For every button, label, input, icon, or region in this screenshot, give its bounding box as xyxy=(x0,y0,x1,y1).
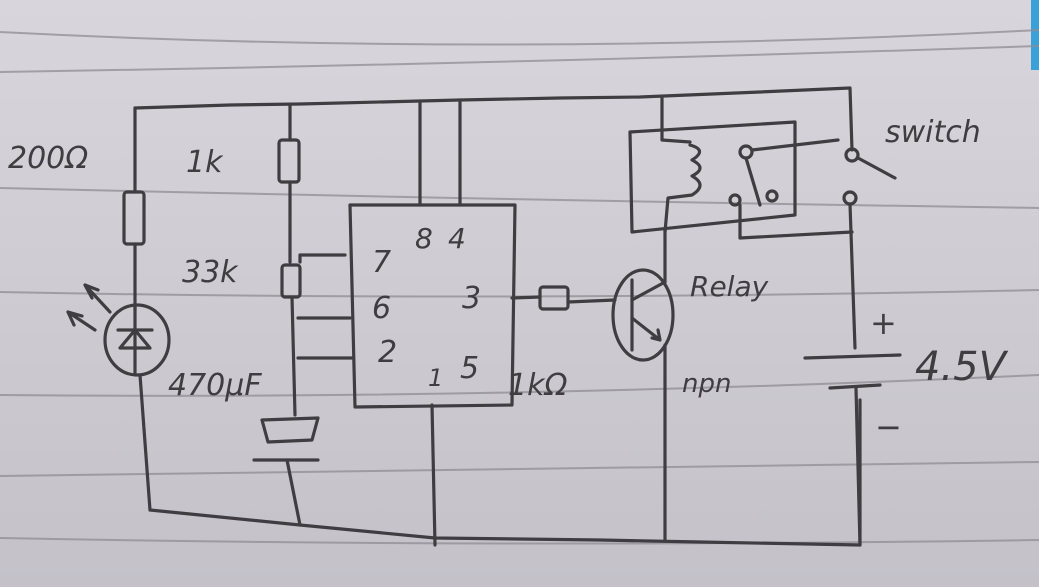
relay-icon xyxy=(628,95,854,240)
resistor-r3 xyxy=(510,285,617,311)
label-base-resistor: 1kΩ xyxy=(508,368,567,403)
label-r2: 1k xyxy=(186,145,224,180)
resistor-r2 xyxy=(277,102,301,264)
label-transistor: npn xyxy=(682,369,731,399)
label-pot: 33k xyxy=(182,255,239,290)
switch-icon xyxy=(842,147,897,350)
led-icon xyxy=(66,283,171,512)
npn-transistor-icon xyxy=(611,228,675,542)
label-pin8: 8 xyxy=(415,222,433,255)
battery-icon xyxy=(803,353,902,547)
label-battery-minus: − xyxy=(875,408,902,446)
label-pin6: 6 xyxy=(372,291,391,326)
label-pin1: 1 xyxy=(428,364,443,392)
ic-555-timer xyxy=(348,98,517,547)
label-pin3: 3 xyxy=(462,281,481,316)
label-relay: Relay xyxy=(690,270,769,303)
potentiometer-33k xyxy=(280,253,347,417)
label-battery-plus: + xyxy=(870,304,897,342)
label-pin5: 5 xyxy=(460,351,479,386)
label-pin7: 7 xyxy=(372,245,391,280)
paper-edge-blue xyxy=(1031,0,1039,70)
resistor-r1 xyxy=(122,106,146,312)
label-pin4: 4 xyxy=(448,222,466,255)
top-rail-wire xyxy=(133,86,854,152)
label-r1: 200Ω xyxy=(8,141,88,176)
label-cap: 470μF xyxy=(168,368,262,403)
capacitor-470uf xyxy=(252,416,320,527)
label-pin2: 2 xyxy=(378,335,397,370)
label-battery-voltage: 4.5V xyxy=(915,344,1009,390)
label-switch: switch xyxy=(885,115,981,150)
